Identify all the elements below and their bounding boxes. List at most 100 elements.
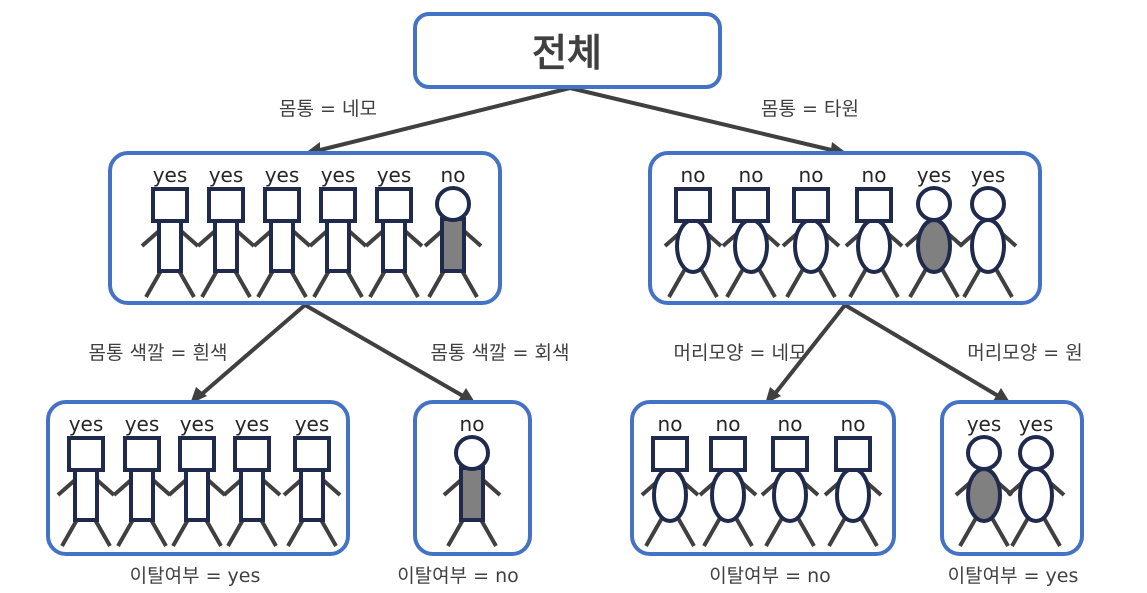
person-figure: yes <box>252 163 312 298</box>
person-label: yes <box>321 163 356 187</box>
arm-left <box>167 478 188 497</box>
result-circle-head: 이탈여부 = yes <box>948 565 1079 587</box>
person-figure: no <box>823 412 883 547</box>
arm-left <box>112 478 133 497</box>
leg-left <box>764 517 784 547</box>
person-head-square <box>792 187 830 223</box>
leg-right <box>990 517 1010 547</box>
edge-label-oval-body: 몸통 = 타원 <box>761 98 859 120</box>
person-figure: no <box>781 163 841 298</box>
person-figure: yes <box>308 163 368 298</box>
person-body-rect <box>213 217 239 273</box>
leg-left <box>286 517 306 547</box>
person-head-square <box>834 436 872 472</box>
person-head-square <box>207 187 245 223</box>
arm-left <box>140 229 161 248</box>
person-head-square <box>732 187 770 223</box>
edge-left-left <box>193 303 307 402</box>
leg-left <box>667 268 687 298</box>
person-head-square <box>771 436 809 472</box>
person-figure: yes <box>140 163 200 298</box>
person-label: yes <box>209 163 244 187</box>
person-head-square <box>293 436 331 472</box>
person-head-square <box>651 436 689 472</box>
leg-right <box>288 268 308 298</box>
person-label: yes <box>69 412 104 436</box>
person-body-oval <box>675 218 711 274</box>
person-head-square <box>375 187 413 223</box>
leg-left <box>312 268 332 298</box>
edge-right-right <box>843 303 1007 402</box>
leg-right <box>459 268 479 298</box>
arrowhead <box>190 387 207 404</box>
person-head-square <box>178 436 216 472</box>
person-body-oval <box>916 218 952 274</box>
person-head-circle <box>1018 435 1054 471</box>
person-body-rect <box>239 466 265 522</box>
leg-right <box>258 517 278 547</box>
person-label: yes <box>967 412 1002 436</box>
person-figure: yes <box>222 412 282 547</box>
person-body-oval <box>966 467 1002 523</box>
person-figure: yes <box>112 412 172 547</box>
leg-right <box>92 517 112 547</box>
arm-right <box>206 478 227 497</box>
person-label: yes <box>180 412 215 436</box>
leg-left <box>702 517 722 547</box>
person-head-square <box>855 187 893 223</box>
leg-left <box>368 268 388 298</box>
person-label: yes <box>153 163 188 187</box>
arm-left <box>196 229 217 248</box>
leg-left <box>446 517 466 547</box>
person-body-oval <box>710 467 746 523</box>
person-head-square <box>233 436 271 472</box>
person-body-oval <box>1018 467 1054 523</box>
leg-right <box>203 517 223 547</box>
person-head-circle <box>916 186 952 222</box>
person-label: yes <box>235 412 270 436</box>
leg-left <box>427 268 447 298</box>
arm-right <box>151 478 172 497</box>
person-body-rect <box>269 217 295 273</box>
leg-right <box>817 268 837 298</box>
node-square-head-box <box>630 400 896 556</box>
person-body-rect <box>129 466 155 522</box>
person-label: no <box>441 163 466 187</box>
person-body-oval <box>970 218 1006 274</box>
leg-right <box>344 268 364 298</box>
edge-label-gray-body: 몸통 색깔 = 회색 <box>431 342 570 364</box>
person-body-rect <box>299 466 325 522</box>
person-label: no <box>778 412 803 436</box>
arm-left <box>56 478 77 497</box>
edge-left-right <box>304 303 471 402</box>
leg-right <box>1042 517 1062 547</box>
result-gray-body: 이탈여부 = no <box>397 565 519 587</box>
leg-left <box>226 517 246 547</box>
arm-right <box>179 229 200 248</box>
person-figure: no <box>663 163 723 298</box>
person-head-square <box>319 187 357 223</box>
person-figure: no <box>442 412 502 547</box>
person-body-oval <box>856 218 892 274</box>
arm-left <box>308 229 329 248</box>
arm-right <box>321 478 342 497</box>
person-figure: no <box>698 412 758 547</box>
person-label: no <box>799 163 824 187</box>
person-figure: yes <box>282 412 342 547</box>
person-figure: yes <box>904 163 964 298</box>
person-figure: no <box>760 412 820 547</box>
leg-right <box>232 268 252 298</box>
edge-root-left <box>311 86 571 154</box>
arm-right <box>481 478 502 497</box>
arm-left <box>282 478 303 497</box>
person-figure: no <box>423 163 483 298</box>
leg-left <box>200 268 220 298</box>
arm-right <box>347 229 368 248</box>
person-label: no <box>681 163 706 187</box>
person-label: yes <box>917 163 952 187</box>
person-label: yes <box>1019 412 1054 436</box>
person-head-square <box>709 436 747 472</box>
leg-right <box>318 517 338 547</box>
